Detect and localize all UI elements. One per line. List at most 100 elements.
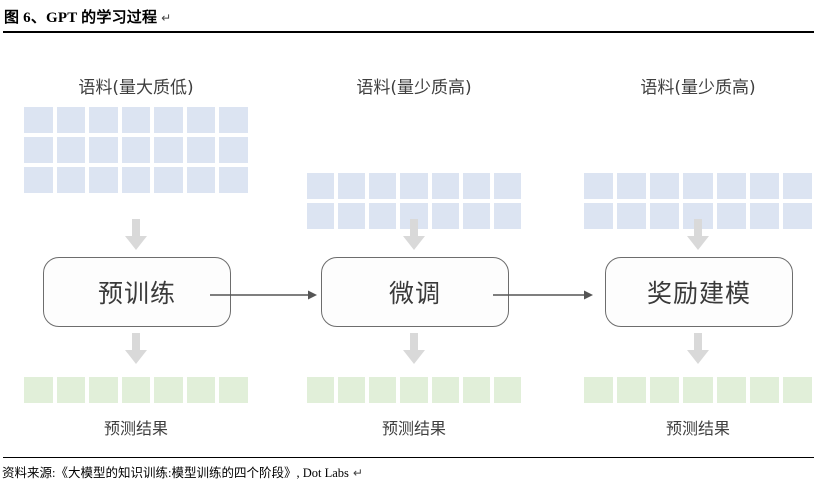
- result-label-0: 预测结果: [103, 419, 168, 438]
- corpus-cell: [186, 107, 216, 133]
- result-row: [24, 377, 249, 403]
- corpus-cell: [121, 137, 151, 163]
- process-label-1: 微调: [388, 279, 441, 308]
- result-label-2: 预测结果: [665, 419, 730, 438]
- corpus-cell: [617, 203, 647, 229]
- corpus-row: [584, 203, 812, 229]
- corpus-cell: [584, 203, 614, 229]
- corpus-cell: [338, 203, 366, 229]
- result-cell: [186, 377, 216, 403]
- result-cell: [338, 377, 366, 403]
- corpus-cell: [219, 167, 249, 193]
- corpus-cell: [24, 137, 53, 163]
- corpus-cell: [154, 137, 183, 163]
- corpus-cell: [369, 203, 397, 229]
- title-divider: [3, 31, 814, 33]
- result-cell: [782, 377, 812, 403]
- result-grid-0: [24, 377, 249, 407]
- down-arrow-icon: [402, 219, 426, 251]
- corpus-cell: [186, 137, 216, 163]
- process-box-finetuning[interactable]: 微调: [321, 257, 509, 327]
- result-cell: [749, 377, 779, 403]
- result-cell: [650, 377, 680, 403]
- corpus-cell: [493, 173, 521, 199]
- down-arrow-icon: [124, 219, 148, 251]
- corpus-cell: [338, 173, 366, 199]
- result-cell: [683, 377, 713, 403]
- corpus-cell: [683, 173, 713, 199]
- process-box-reward-modeling[interactable]: 奖励建模: [605, 257, 793, 327]
- corpus-cell: [617, 173, 647, 199]
- corpus-cell: [186, 167, 216, 193]
- connector-arrow-pretraining-to-finetuning: [210, 289, 317, 301]
- result-row: [307, 377, 521, 403]
- process-label-0: 预训练: [97, 279, 176, 308]
- result-cell: [617, 377, 647, 403]
- corpus-cell: [307, 203, 335, 229]
- corpus-row: [24, 137, 249, 163]
- result-cell: [307, 377, 335, 403]
- result-cell: [431, 377, 459, 403]
- figure-title-text: 图 6、GPT 的学习过程: [4, 10, 158, 26]
- corpus-cell: [716, 203, 746, 229]
- corpus-cell: [400, 173, 428, 199]
- corpus-cell: [307, 173, 335, 199]
- corpus-cell: [782, 173, 812, 199]
- result-cell: [400, 377, 428, 403]
- corpus-cell: [121, 107, 151, 133]
- source-text: 资料来源:《大模型的知识训练:模型训练的四个阶段》, Dot Labs: [2, 466, 349, 480]
- corpus-cell: [154, 107, 183, 133]
- corpus-cell: [56, 167, 86, 193]
- corpus-row: [584, 173, 812, 199]
- result-row: [584, 377, 812, 403]
- corpus-cell: [493, 203, 521, 229]
- corpus-row: [24, 167, 249, 193]
- corpus-cell: [154, 167, 183, 193]
- corpus-row: [24, 107, 249, 133]
- down-arrow-icon: [686, 333, 710, 365]
- source-line: 资料来源:《大模型的知识训练:模型训练的四个阶段》, Dot Labs↵: [2, 462, 363, 481]
- result-cell: [219, 377, 249, 403]
- corpus-cell: [24, 107, 53, 133]
- result-label-1: 预测结果: [381, 419, 446, 438]
- stage-column-reward-modeling: 语料(量少质高): [584, 33, 812, 457]
- corpus-cell: [24, 167, 53, 193]
- corpus-cell: [650, 173, 680, 199]
- process-box-pretraining[interactable]: 预训练: [43, 257, 231, 327]
- corpus-cell: [431, 173, 459, 199]
- result-cell: [121, 377, 151, 403]
- corpus-cell: [749, 173, 779, 199]
- result-grid-1: [307, 377, 521, 407]
- connector-arrow-finetuning-to-reward-modeling: [493, 289, 593, 301]
- stage-column-finetuning: 语料(量少质高): [307, 33, 521, 457]
- result-cell: [56, 377, 86, 403]
- corpus-cell: [782, 203, 812, 229]
- corpus-cell: [749, 203, 779, 229]
- corpus-cell: [56, 107, 86, 133]
- process-label-2: 奖励建模: [646, 279, 751, 308]
- corpus-label-1: 语料(量少质高): [356, 78, 472, 98]
- result-cell: [154, 377, 183, 403]
- corpus-cell: [89, 137, 118, 163]
- result-cell: [493, 377, 521, 403]
- corpus-cell: [121, 167, 151, 193]
- paragraph-mark-icon: ↵: [352, 466, 363, 480]
- down-arrow-icon: [686, 219, 710, 251]
- corpus-cell: [369, 173, 397, 199]
- source-divider: [3, 457, 814, 458]
- corpus-row: [307, 173, 521, 199]
- corpus-cell: [89, 167, 118, 193]
- corpus-grid-0: [24, 107, 249, 197]
- down-arrow-icon: [124, 333, 148, 365]
- figure-title: 图 6、GPT 的学习过程↵: [4, 6, 171, 27]
- corpus-cell: [584, 173, 614, 199]
- corpus-cell: [462, 173, 490, 199]
- stage-column-pretraining: 语料(量大质低): [24, 33, 249, 457]
- corpus-grid-1: [307, 173, 521, 233]
- corpus-cell: [716, 173, 746, 199]
- result-cell: [716, 377, 746, 403]
- gpt-learning-process-diagram: 语料(量大质低): [0, 33, 817, 457]
- result-grid-2: [584, 377, 812, 407]
- corpus-cell: [431, 203, 459, 229]
- corpus-cell: [462, 203, 490, 229]
